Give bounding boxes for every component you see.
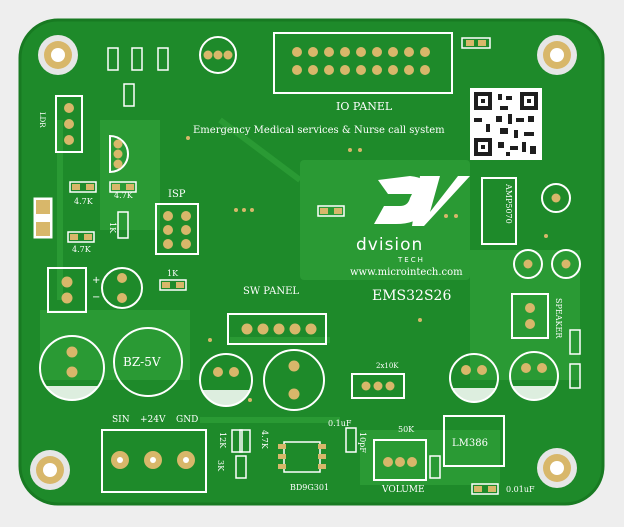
isp-label: ISP [168, 189, 186, 200]
io-panel-label: IO PANEL [336, 100, 393, 113]
cap-large-left [39, 335, 105, 401]
mounting-hole-br [537, 448, 577, 488]
inductor [263, 349, 325, 411]
isp-header [155, 203, 199, 255]
io-panel-connector [273, 32, 453, 94]
ldr-connector [55, 95, 83, 153]
board-website: www.microintech.com [350, 267, 463, 278]
bd9g301-chip [278, 441, 326, 473]
amp-label: AMP5070 [504, 183, 513, 224]
power-connector-small [47, 267, 87, 313]
buzzer [113, 327, 183, 397]
transistor-top [199, 36, 237, 74]
gnd-label: GND [176, 415, 198, 425]
speaker-connector [511, 293, 549, 339]
logo-sub: TECH [397, 256, 425, 264]
resistor-label-47k-c: 4.7K [72, 245, 92, 254]
board-model: EMS32S26 [372, 288, 451, 304]
logo-brand: dvision [356, 235, 423, 255]
transistor-left [109, 134, 129, 174]
qr-code [470, 88, 542, 160]
mounting-hole-bl [30, 450, 70, 490]
amp-chip [481, 177, 517, 245]
minus-sign: − [92, 292, 100, 303]
cap-mid [199, 353, 253, 407]
resistor-label-12k: 12K [218, 432, 227, 449]
buzzer-label: BZ-5V [123, 355, 161, 369]
mounting-hole-tl [38, 35, 78, 75]
resistor-label-47k: 4.7K [74, 197, 94, 206]
cap-label-10pf: 10pF [358, 432, 367, 453]
board-title: Emergency Medical services & Nurse call … [193, 125, 445, 136]
cap-label-001uf: 0.01uF [506, 485, 535, 494]
resistor-label-47k-b: 4.7K [114, 191, 134, 200]
cap-label-01uf: 0.1uF [328, 419, 352, 428]
resistor-label-1k-left: 1K [108, 222, 117, 234]
lm386-label: LM386 [452, 438, 488, 449]
resistor-label-3k: 3K [216, 460, 225, 472]
volume-label: VOLUME [381, 485, 425, 495]
v24-label: +24V [140, 415, 166, 425]
cap-small [101, 267, 143, 309]
cap-right-3 [513, 183, 581, 279]
resistor-label-2x10k: 2x10K [376, 362, 399, 370]
vias [186, 136, 548, 402]
resistor-label-1k: 1K [167, 269, 179, 278]
sin-label: SIN [112, 415, 130, 425]
plus-sign: + [92, 275, 100, 286]
ldr-label: LDR [38, 112, 46, 128]
sw-panel-label: SW PANEL [243, 286, 299, 297]
speaker-label: SPEAKER [554, 298, 563, 339]
mounting-hole-tr [537, 35, 577, 75]
power-terminal [101, 429, 207, 493]
cap-right-2 [509, 351, 559, 401]
sw-panel-connector [227, 313, 327, 345]
resistor-label-47k-d: 4.7K [260, 430, 269, 450]
dvision-logo [374, 176, 470, 226]
resistor-header [351, 373, 405, 399]
volume-pot [373, 439, 427, 481]
bd9g301-label: BD9G301 [290, 483, 329, 492]
cap-right-1 [449, 353, 499, 403]
lm386-chip [443, 415, 505, 467]
pot-label-50k: 50K [398, 425, 415, 434]
